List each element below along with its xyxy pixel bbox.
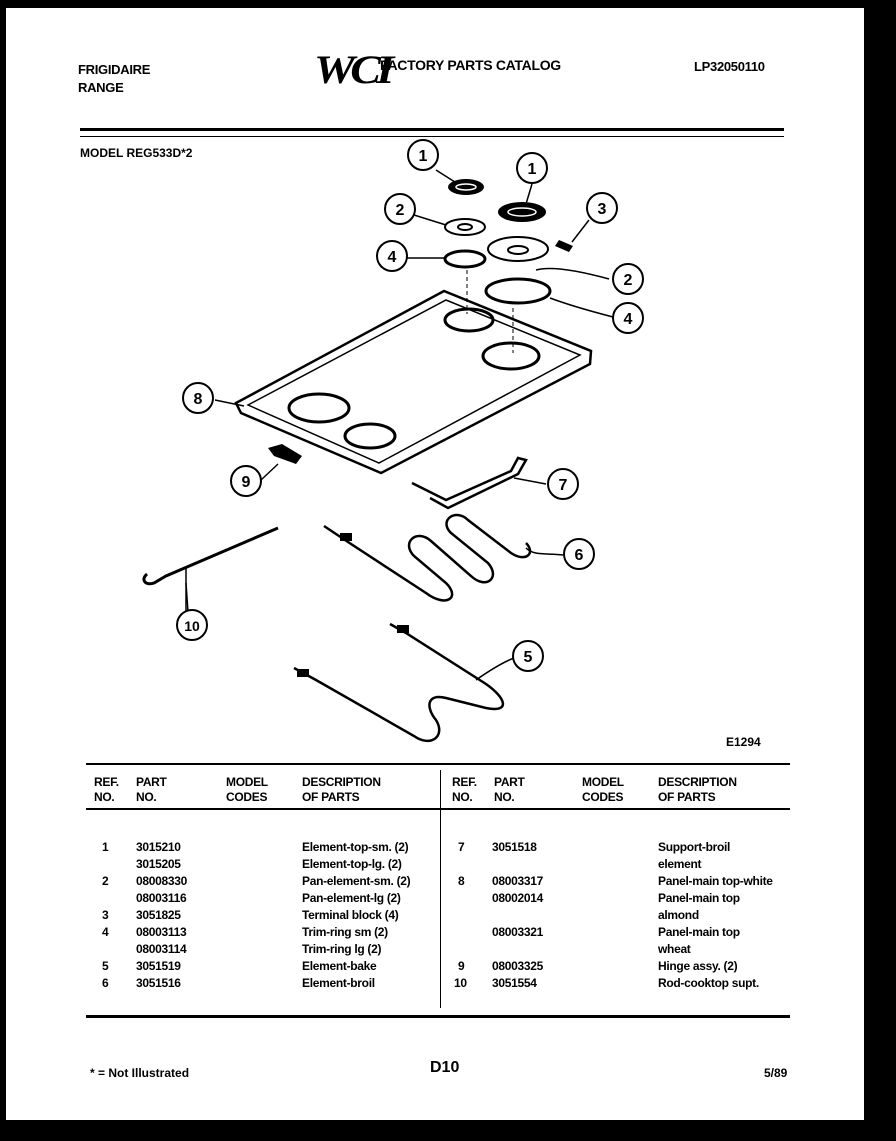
figure-id: E1294 xyxy=(726,735,761,749)
not-illustrated-note: * = Not Illustrated xyxy=(90,1066,190,1080)
callout-4-small: 4 xyxy=(376,240,408,272)
element-pan-large xyxy=(487,236,549,262)
svg-text:9: 9 xyxy=(242,474,251,491)
callout-6: 6 xyxy=(563,538,595,570)
page-number: D10 xyxy=(430,1059,460,1076)
callout-10: 10 xyxy=(176,609,208,641)
model-number: MODEL REG533D*2 xyxy=(80,146,193,160)
burner-opening-front-right xyxy=(343,422,397,450)
callout-7: 7 xyxy=(547,468,579,500)
burner-opening-front-left xyxy=(287,392,351,424)
svg-text:5: 5 xyxy=(524,649,533,666)
callout-1-large: 1 xyxy=(516,152,548,184)
catalog-date: 5/89 xyxy=(764,1066,788,1080)
header-ref-left: REF.NO. xyxy=(94,775,119,804)
callout-8: 8 xyxy=(182,382,214,414)
callout-1-small: 1 xyxy=(407,139,439,171)
header-ref-right: REF.NO. xyxy=(452,775,477,804)
exploded-diagram: 1 1 2 3 4 2 4 xyxy=(142,139,644,743)
burner-opening-rear-right xyxy=(481,341,541,371)
header-rule-bottom xyxy=(80,136,784,137)
bake-element xyxy=(293,622,505,743)
svg-text:8: 8 xyxy=(194,391,203,408)
svg-text:4: 4 xyxy=(624,311,633,328)
header-rule-top xyxy=(80,128,784,131)
callout-3: 3 xyxy=(586,192,618,224)
svg-text:1: 1 xyxy=(419,148,428,165)
callout-9: 9 xyxy=(230,465,262,497)
terminal-block xyxy=(555,240,573,252)
callout-4-large: 4 xyxy=(612,302,644,334)
surface-element-large xyxy=(498,202,546,222)
product-name: RANGE xyxy=(78,80,124,95)
svg-text:2: 2 xyxy=(624,272,633,289)
svg-text:6: 6 xyxy=(575,547,584,564)
callout-2-small: 2 xyxy=(384,193,416,225)
catalog-number: LP32050110 xyxy=(694,59,765,74)
catalog-title: FACTORY PARTS CATALOG xyxy=(380,57,561,73)
cooktop-support-rod xyxy=(142,526,279,586)
table-rule-top xyxy=(86,763,790,765)
wci-logo: WCI xyxy=(314,47,394,92)
callout-2-large: 2 xyxy=(612,263,644,295)
table-column-divider xyxy=(440,770,441,1008)
trim-ring-large xyxy=(484,277,552,305)
svg-text:10: 10 xyxy=(184,618,200,634)
brand-name: FRIGIDAIRE xyxy=(78,62,151,77)
svg-text:7: 7 xyxy=(559,477,568,494)
broil-element xyxy=(323,513,532,602)
cooktop-panel xyxy=(234,289,593,475)
table-rule-bottom xyxy=(86,1015,790,1018)
table-rule-header xyxy=(86,808,790,810)
trim-ring-small xyxy=(443,249,487,269)
svg-text:1: 1 xyxy=(528,161,537,178)
svg-text:3: 3 xyxy=(598,201,607,218)
callout-5: 5 xyxy=(512,640,544,672)
broil-element-support xyxy=(411,456,528,510)
burner-opening-rear-left xyxy=(443,307,495,333)
element-pan-small xyxy=(444,218,486,236)
hinge-assembly xyxy=(268,444,302,464)
svg-text:4: 4 xyxy=(388,249,397,266)
svg-text:2: 2 xyxy=(396,202,405,219)
catalog-page: FRIGIDAIRE RANGE WCI FACTORY PARTS CATAL… xyxy=(6,8,864,1120)
